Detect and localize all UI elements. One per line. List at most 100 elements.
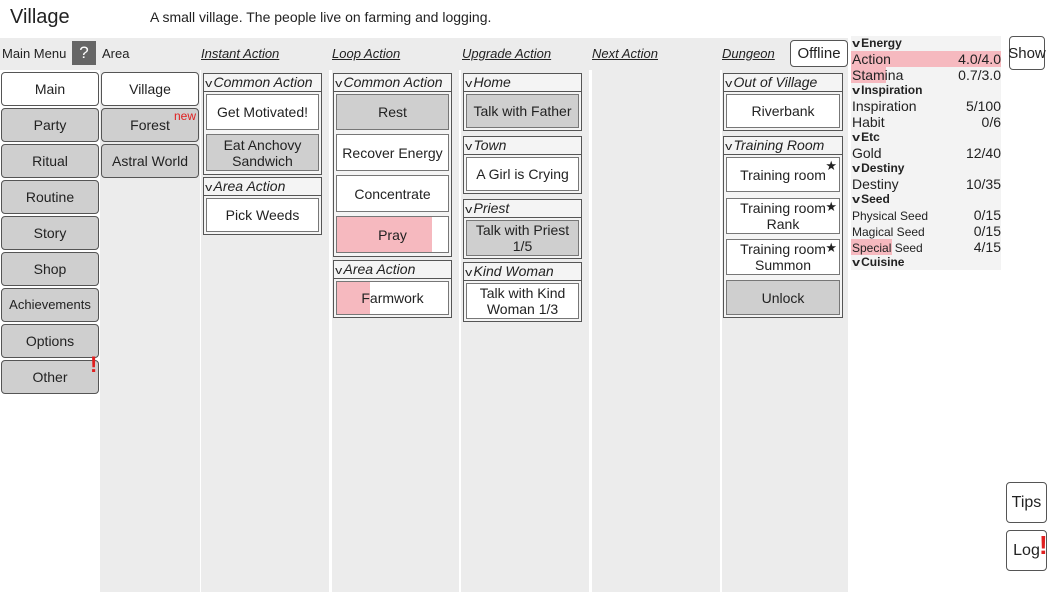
inspiration-value: 5/100 [965, 98, 1001, 114]
chevron-down-icon: v [852, 257, 861, 269]
training-room-rank-button[interactable]: Training room Rank ★ [726, 198, 840, 234]
help-button[interactable]: ? [72, 41, 96, 65]
inspiration-name: Inspiration [852, 98, 917, 114]
action-fill [851, 51, 1001, 67]
chevron-down-icon: v [852, 85, 861, 97]
concentrate-button[interactable]: Concentrate [336, 175, 449, 212]
forest-new-badge: new [174, 109, 197, 123]
loop-common-title[interactable]: vCommon Action [334, 74, 451, 92]
show-button[interactable]: Show [1008, 36, 1046, 70]
upgrade-kind-woman-title[interactable]: vKind Woman [464, 263, 581, 281]
pray-progress-fill [337, 217, 433, 252]
pick-weeds-button[interactable]: Pick Weeds [206, 198, 319, 232]
dungeon-header: Dungeon [722, 46, 775, 61]
instant-area-card: vArea Action Pick Weeds [203, 177, 322, 235]
training-room-label: Training room [740, 166, 826, 183]
cuisine-section-header[interactable]: vCuisine [851, 255, 1001, 270]
menu-item-other[interactable]: Other [1, 360, 99, 394]
menu-item-options[interactable]: Options [1, 324, 99, 358]
inspiration-section-header[interactable]: vInspiration [851, 83, 1001, 98]
eat-anchovy-sandwich-button[interactable]: Eat Anchovy Sandwich [206, 134, 319, 171]
dungeon-out-title[interactable]: vOut of Village [724, 74, 842, 92]
habit-value: 0/6 [981, 114, 1001, 130]
upgrade-action-header: Upgrade Action [462, 46, 552, 61]
loop-action-header: Loop Action [332, 46, 401, 61]
inspiration-resource: Inspiration 5/100 [851, 98, 1001, 114]
menu-item-party[interactable]: Party [1, 108, 99, 142]
loop-common-title-text: Common Action [343, 74, 443, 90]
page-description: A small village. The people live on farm… [150, 9, 492, 25]
upgrade-priest-title[interactable]: vPriest [464, 200, 581, 218]
talk-with-father-button[interactable]: Talk with Father [466, 94, 579, 128]
dungeon-out-card: vOut of Village Riverbank [723, 73, 843, 131]
training-room-summon-button[interactable]: Training room Summon ★ [726, 239, 840, 275]
stamina-name: Stamina [852, 67, 904, 83]
talk-with-kind-woman-button[interactable]: Talk with Kind Woman 1/3 [466, 283, 579, 319]
offline-button[interactable]: Offline [790, 40, 848, 67]
rest-button[interactable]: Rest [336, 94, 449, 130]
seed-section-header[interactable]: vSeed [851, 192, 1001, 207]
next-action-header: Next Action [592, 46, 658, 61]
upgrade-priest-card: vPriest Talk with Priest 1/5 [463, 199, 582, 259]
dungeon-training-title-text: Training Room [733, 137, 825, 153]
special-seed-name: Special Seed [852, 241, 923, 255]
area-item-village[interactable]: Village [101, 72, 199, 106]
upgrade-home-card: vHome Talk with Father [463, 73, 582, 131]
menu-item-story[interactable]: Story [1, 216, 99, 250]
inspiration-header-text: Inspiration [861, 83, 923, 97]
upgrade-home-title[interactable]: vHome [464, 74, 581, 92]
get-motivated-button[interactable]: Get Motivated! [206, 94, 319, 130]
upgrade-town-title[interactable]: vTown [464, 137, 581, 155]
star-icon: ★ [825, 240, 837, 255]
magical-seed-value: 0/15 [973, 223, 1001, 239]
pray-button[interactable]: Pray [336, 216, 449, 253]
area-item-astral-world[interactable]: Astral World [101, 144, 199, 178]
chevron-down-icon: v [725, 78, 733, 90]
area-label: Area [102, 46, 130, 61]
chevron-down-icon: v [335, 265, 343, 277]
cuisine-header-text: Cuisine [861, 255, 905, 269]
chevron-down-icon: v [205, 182, 213, 194]
dungeon-training-title[interactable]: vTraining Room [724, 137, 842, 155]
instant-common-title[interactable]: vCommon Action [204, 74, 321, 92]
chevron-down-icon: v [465, 141, 473, 153]
next-column [592, 70, 720, 592]
girl-crying-button[interactable]: A Girl is Crying [466, 157, 579, 191]
stamina-resource: Stamina 0.7/3.0 [851, 67, 1001, 83]
page-title: Village [10, 6, 70, 28]
action-value: 4.0/4.0 [958, 51, 1001, 67]
stamina-fill [851, 67, 886, 83]
farmwork-button[interactable]: Farmwork [336, 281, 449, 315]
menu-item-routine[interactable]: Routine [1, 180, 99, 214]
upgrade-town-card: vTown A Girl is Crying [463, 136, 582, 194]
menu-item-achievements[interactable]: Achievements [1, 288, 99, 322]
chevron-down-icon: v [852, 163, 861, 175]
stamina-value: 0.7/3.0 [958, 67, 1001, 83]
instant-area-title-text: Area Action [213, 178, 286, 194]
habit-name: Habit [852, 114, 885, 130]
area-item-forest[interactable]: Forest [101, 108, 199, 142]
talk-with-priest-button[interactable]: Talk with Priest 1/5 [466, 220, 579, 256]
etc-section-header[interactable]: vEtc [851, 130, 1001, 145]
farmwork-label: Farmwork [361, 290, 424, 306]
recover-energy-button[interactable]: Recover Energy [336, 134, 449, 171]
destiny-section-header[interactable]: vDestiny [851, 161, 1001, 176]
menu-item-shop[interactable]: Shop [1, 252, 99, 286]
riverbank-button[interactable]: Riverbank [726, 94, 840, 128]
training-room-button[interactable]: Training room ★ [726, 157, 840, 192]
menu-item-ritual[interactable]: Ritual [1, 144, 99, 178]
menu-item-other-label: Other [32, 369, 68, 385]
unlock-button[interactable]: Unlock [726, 280, 840, 315]
etc-header-text: Etc [861, 130, 880, 144]
chevron-down-icon: v [725, 141, 733, 153]
tips-button[interactable]: Tips [1006, 482, 1047, 523]
energy-header-text: Energy [861, 36, 902, 50]
menu-item-main[interactable]: Main [1, 72, 99, 106]
instant-area-title[interactable]: vArea Action [204, 178, 321, 196]
gold-resource: Gold 12/40 [851, 145, 1001, 161]
loop-area-title[interactable]: vArea Action [334, 261, 451, 279]
log-button[interactable]: Log [1006, 530, 1047, 571]
habit-resource: Habit 0/6 [851, 114, 1001, 130]
dungeon-out-title-text: Out of Village [733, 74, 818, 90]
energy-section-header[interactable]: vEnergy [851, 36, 1001, 51]
